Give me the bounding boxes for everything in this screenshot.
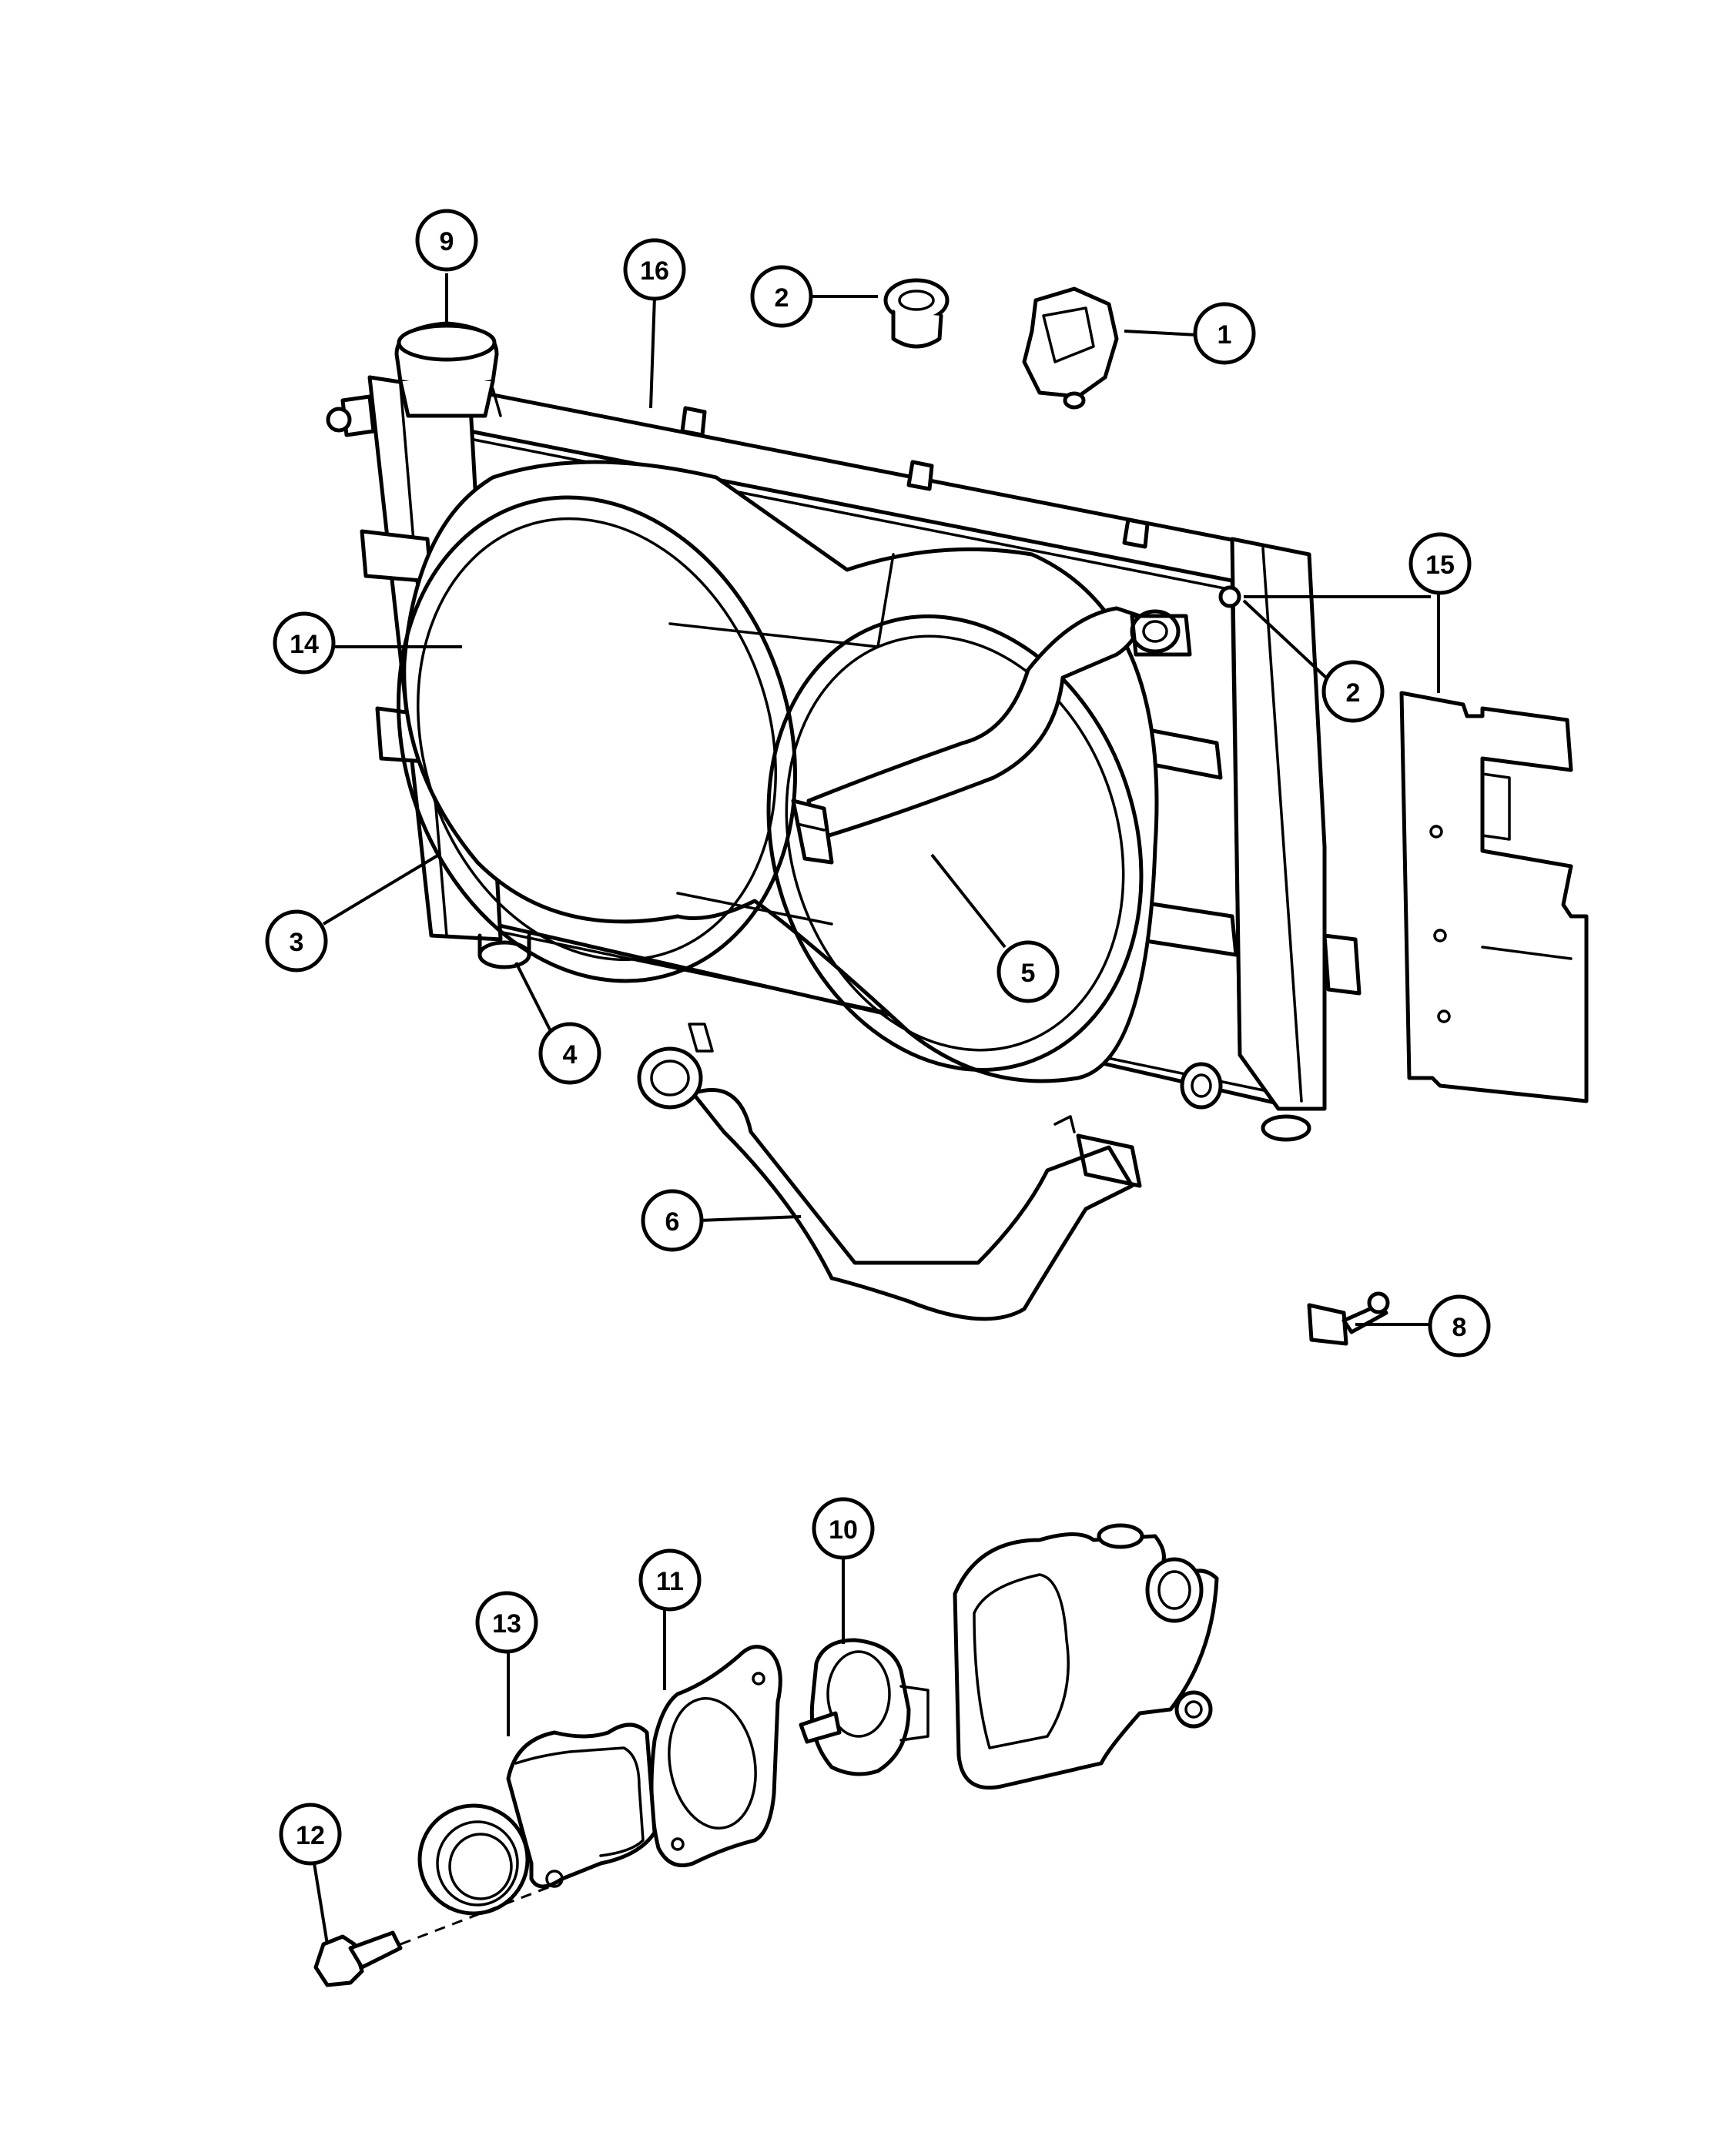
callout-12-label: 12 bbox=[296, 1821, 325, 1850]
part-1-isolator bbox=[1022, 286, 1119, 410]
callout-15: 15 bbox=[1408, 532, 1472, 595]
thermostat bbox=[799, 1638, 929, 1776]
part-2-grommet-right bbox=[1218, 585, 1241, 608]
water-outlet bbox=[417, 1722, 657, 1916]
callout-4: 4 bbox=[538, 1022, 601, 1085]
callout-9: 9 bbox=[415, 209, 478, 272]
callout-10: 10 bbox=[812, 1497, 875, 1560]
part-8-bolt bbox=[1307, 1291, 1390, 1346]
gasket bbox=[649, 1645, 782, 1867]
callout-16-label: 16 bbox=[640, 256, 669, 286]
callout-4-label: 4 bbox=[563, 1040, 578, 1070]
callout-1: 1 bbox=[1193, 302, 1256, 365]
callout-12: 12 bbox=[279, 1803, 342, 1866]
callout-6-label: 6 bbox=[665, 1207, 680, 1237]
callout-2-right-label: 2 bbox=[1346, 678, 1361, 708]
thermostat-housing bbox=[953, 1523, 1219, 1790]
callout-5: 5 bbox=[996, 940, 1060, 1003]
callout-5-label: 5 bbox=[1021, 959, 1036, 988]
callout-8-label: 8 bbox=[1452, 1313, 1467, 1342]
part-2-grommet bbox=[883, 278, 950, 349]
callout-11-label: 11 bbox=[656, 1567, 684, 1596]
part-15-seal bbox=[1399, 691, 1589, 1103]
callout-11: 11 bbox=[638, 1548, 702, 1612]
callout-14: 14 bbox=[273, 611, 336, 675]
callout-1-label: 1 bbox=[1218, 320, 1232, 350]
callout-2-top-label: 2 bbox=[775, 283, 789, 313]
fan-shroud bbox=[396, 460, 1159, 1083]
callout-14-label: 14 bbox=[290, 630, 319, 659]
callout-13: 13 bbox=[475, 1591, 538, 1654]
lower-hose bbox=[637, 1023, 1223, 1321]
leader-lines bbox=[313, 273, 1440, 1945]
callout-6: 6 bbox=[641, 1189, 704, 1252]
upper-hose bbox=[791, 606, 1192, 865]
callout-15-label: 15 bbox=[1425, 551, 1455, 580]
callout-2-top: 2 bbox=[750, 265, 813, 328]
callout-3: 3 bbox=[265, 909, 328, 973]
callout-8: 8 bbox=[1428, 1294, 1491, 1358]
callout-10-label: 10 bbox=[829, 1515, 858, 1545]
radiator-cap bbox=[394, 321, 499, 418]
bolt-12 bbox=[313, 1885, 551, 1987]
callout-16: 16 bbox=[623, 238, 686, 301]
callout-9-label: 9 bbox=[440, 227, 454, 256]
callout-3-label: 3 bbox=[290, 928, 304, 957]
callout-13-label: 13 bbox=[492, 1609, 521, 1639]
callout-2-right: 2 bbox=[1242, 599, 1385, 723]
